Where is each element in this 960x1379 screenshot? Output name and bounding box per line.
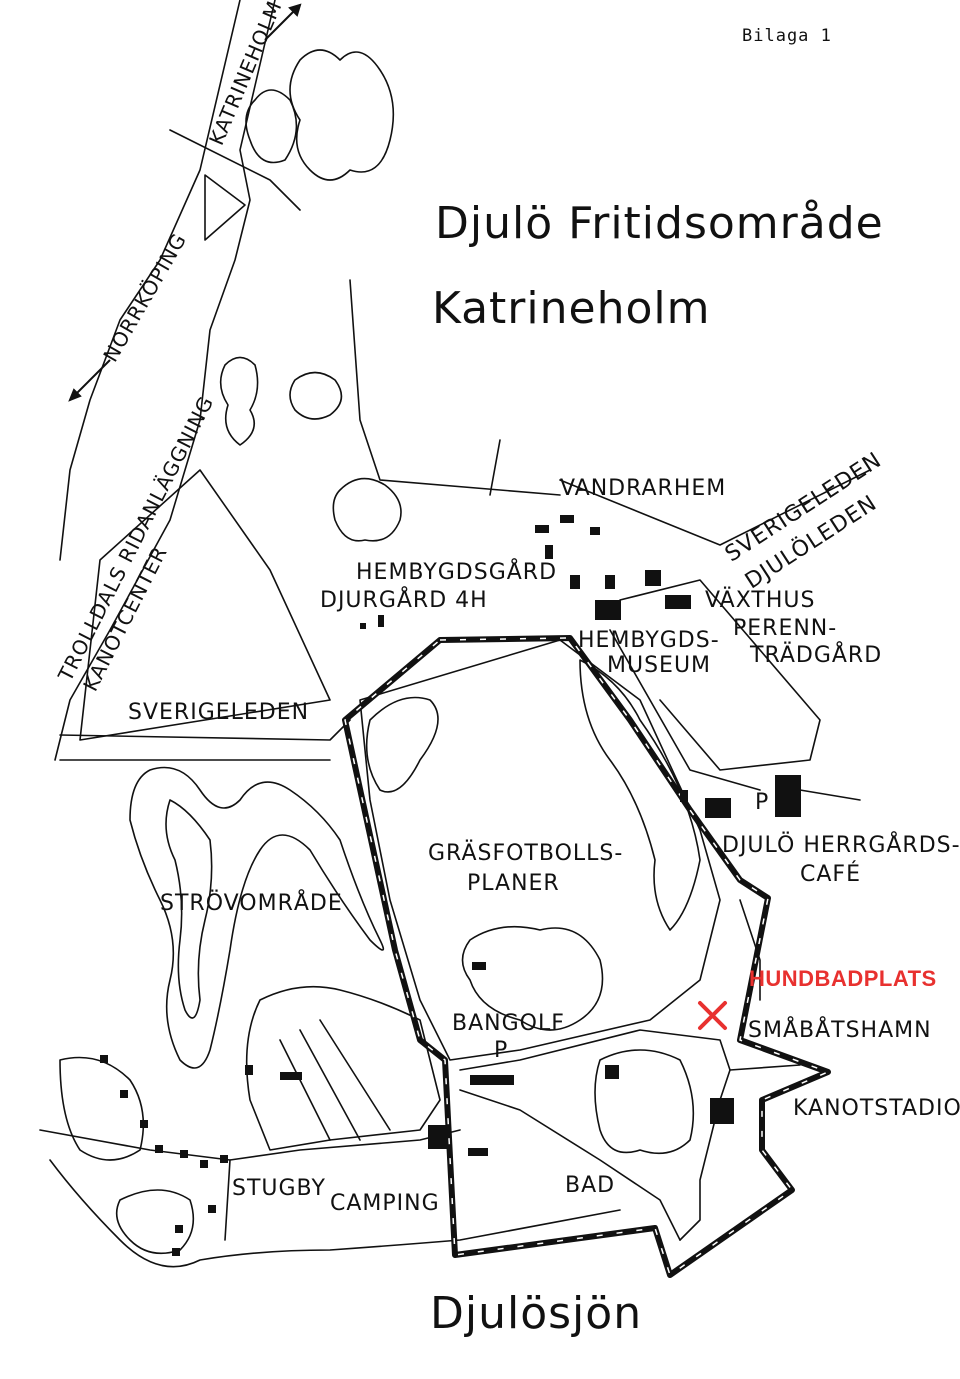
road-center: [349, 279, 561, 496]
road-north-link: [489, 439, 501, 496]
building-cabin-7: [220, 1155, 228, 1163]
building-stugby-2: [245, 1065, 253, 1075]
road-to-sverigeleden: [559, 469, 871, 546]
label-cafe-2: CAFÉ: [800, 862, 861, 887]
building-cabin-4: [155, 1145, 163, 1153]
building-cafe-2: [775, 775, 801, 817]
label-sverigeleden-west: SVERIGELEDEN: [128, 700, 310, 725]
building-cabin-6: [200, 1160, 208, 1168]
label-stugby: STUGBY: [232, 1176, 326, 1201]
building-camping: [428, 1125, 448, 1149]
building-bad: [468, 1148, 488, 1156]
building-bangolf: [472, 962, 486, 970]
camping-lanes: [279, 1019, 391, 1141]
trees-football-east: [579, 659, 701, 931]
building-cabin-10: [208, 1205, 216, 1213]
label-museum: MUSEUM: [607, 653, 712, 678]
building-cabin-3: [140, 1120, 148, 1128]
label-parking-south: P: [494, 1038, 509, 1063]
building-cabin-8: [175, 1225, 183, 1233]
label-tradgard: TRÄDGÅRD: [750, 643, 883, 668]
attachment-label: Bilaga 1: [742, 26, 832, 46]
label-perenn: PERENN-: [733, 616, 838, 641]
building-vandrarhem-3: [590, 527, 600, 535]
building-museum: [595, 600, 621, 620]
label-bad: BAD: [565, 1173, 616, 1198]
building-djurgard-1: [360, 623, 366, 629]
building-parking-south: [470, 1075, 514, 1085]
building-kanotstadion: [710, 1098, 734, 1124]
label-hembygds: HEMBYGDS-: [578, 628, 720, 653]
road-east: [169, 129, 301, 211]
building-djurgard-2: [378, 615, 384, 627]
page-title: Djulö Fritidsområde: [435, 198, 884, 249]
label-grasfotbolls: GRÄSFOTBOLLS-: [428, 841, 624, 866]
building-cabin-1: [100, 1055, 108, 1063]
building-hembygd-2: [570, 575, 580, 589]
trees-small: [219, 356, 259, 446]
trail-loop: [129, 766, 385, 1069]
road-north: [59, 0, 241, 561]
label-camping: CAMPING: [330, 1191, 440, 1216]
road-south-2: [459, 1089, 681, 1241]
label-djurgard: DJURGÅRD 4H: [320, 588, 488, 613]
road-stugby: [224, 1159, 231, 1241]
building-vandrarhem-2: [560, 515, 574, 523]
building-parking-north: [680, 790, 688, 802]
label-bangolf: BANGOLF: [452, 1011, 565, 1036]
trail-loop-inner: [165, 799, 213, 1019]
area-boundary: [342, 635, 831, 1278]
label-planer: PLANER: [467, 871, 560, 896]
trees-north-2: [245, 89, 298, 164]
building-hembygd-1: [545, 545, 553, 559]
label-cafe-1: DJULÖ HERRGÅRDS-: [722, 833, 960, 858]
red-x-marker: [698, 1001, 727, 1030]
road-vaxthus: [619, 579, 821, 771]
trees-bangolf: [461, 925, 604, 1031]
building-south-small: [605, 1065, 619, 1079]
road-north-east: [54, 0, 276, 761]
road-west-south: [39, 1129, 461, 1161]
camping-area: [245, 985, 441, 1151]
label-hundbadplats: HUNDBADPLATS: [749, 966, 937, 991]
arrow-icon: [264, 3, 302, 41]
football-outline: [359, 639, 721, 1061]
building-hembygd-4: [645, 570, 661, 586]
road-sverigeleden: [59, 719, 351, 741]
trees-hembygd: [332, 477, 402, 542]
building-cafe-1: [705, 798, 731, 818]
page-subtitle: Katrineholm: [432, 283, 711, 334]
building-vaxthus: [665, 595, 691, 609]
trees-mid: [289, 371, 343, 420]
building-cabin-9: [172, 1248, 180, 1256]
building-hembygd-3: [605, 575, 615, 589]
building-vandrarhem-1: [535, 525, 549, 533]
shore-line: [49, 1159, 621, 1268]
road-lower-left: [79, 469, 331, 741]
pier: [729, 1064, 801, 1071]
building-cabin-2: [120, 1090, 128, 1098]
label-kanotstadion: KANOTSTADION: [793, 1096, 960, 1121]
trees-south: [594, 1049, 695, 1155]
building-cabin-5: [180, 1150, 188, 1158]
label-parking-north: P: [755, 790, 770, 815]
label-hembygdsgard: HEMBYGDSGÅRD: [356, 560, 558, 585]
road-eastern: [739, 789, 861, 1001]
label-smabatshamn: SMÅBÅTSHAMN: [748, 1018, 932, 1043]
label-vandrarhem: VANDRARHEM: [560, 476, 727, 501]
trees-north: [289, 49, 395, 181]
road-inner: [609, 629, 761, 791]
trees-southwest: [59, 1056, 145, 1161]
trees-football-west: [365, 696, 439, 793]
label-vaxthus: VÄXTHUS: [705, 588, 816, 613]
road-triangle: [204, 174, 246, 241]
lake-label: Djulösjön: [430, 1288, 643, 1339]
trees-stugby: [115, 1189, 195, 1255]
building-stugby-1: [280, 1072, 302, 1080]
label-strovomrade: STRÖVOMRÅDE: [160, 891, 343, 916]
arrow-icon: [68, 359, 111, 402]
